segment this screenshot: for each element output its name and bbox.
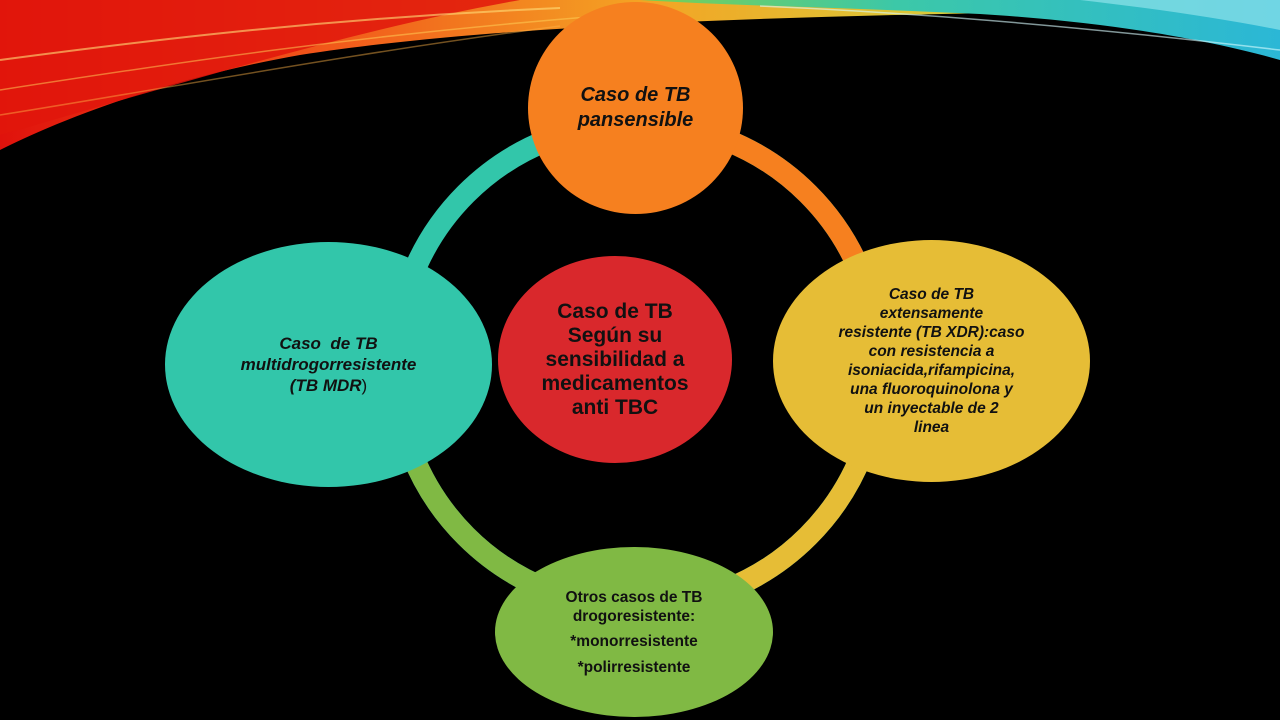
node-tb-mdr-line-3-paren: ) bbox=[361, 376, 368, 395]
node-center-line-2: Según su bbox=[567, 323, 663, 347]
node-tb-mdr: Caso de TB multidrogorresistente (TB MDR… bbox=[165, 242, 492, 487]
node-center-line-4: medicamentos bbox=[541, 371, 689, 395]
node-center-line-5: anti TBC bbox=[571, 395, 659, 419]
node-tb-mdr-line-3: (TB MDR) bbox=[290, 375, 367, 396]
node-center: Caso de TB Según su sensibilidad a medic… bbox=[498, 256, 732, 463]
node-tb-mdr-line-2: multidrogorresistente bbox=[240, 355, 417, 374]
node-tb-xdr-line-6: una fluoroquinolona y bbox=[850, 381, 1013, 398]
node-tb-xdr-line-8: linea bbox=[913, 419, 950, 436]
node-tb-xdr-line-1: Caso de TB bbox=[888, 286, 975, 303]
node-pansensible-line-2: pansensible bbox=[577, 109, 694, 131]
node-tb-xdr-line-2: extensamente bbox=[879, 305, 984, 322]
node-otros-drogoresistente: Otros casos de TB drogoresistente: *mono… bbox=[495, 547, 773, 717]
ribbon-right bbox=[640, 0, 1280, 60]
node-otros-line-4: *polirresistente bbox=[577, 658, 691, 676]
node-pansensible-line-1: Caso de TB bbox=[580, 84, 691, 106]
node-tb-mdr-line-1: Caso de TB bbox=[279, 334, 378, 353]
node-otros-line-1: Otros casos de TB bbox=[565, 588, 703, 606]
node-tb-xdr-line-3: resistente (TB XDR):caso bbox=[838, 324, 1025, 341]
ribbon-left bbox=[0, 0, 1280, 150]
node-tb-xdr-line-5: isoniacida,rifampicina, bbox=[847, 362, 1016, 379]
node-tb-xdr: Caso de TB extensamente resistente (TB X… bbox=[773, 240, 1090, 482]
node-center-line-3: sensibilidad a bbox=[545, 347, 685, 371]
node-tb-xdr-line-4: con resistencia a bbox=[868, 343, 995, 360]
node-pansensible: Caso de TB pansensible bbox=[528, 2, 743, 214]
node-tb-mdr-line-3-text: (TB MDR bbox=[289, 376, 362, 395]
node-tb-xdr-line-7: un inyectable de 2 bbox=[864, 400, 999, 417]
node-center-line-1: Caso de TB bbox=[557, 299, 673, 323]
node-otros-line-2: drogoresistente: bbox=[572, 607, 696, 625]
node-otros-line-3: *monorresistente bbox=[570, 632, 698, 650]
